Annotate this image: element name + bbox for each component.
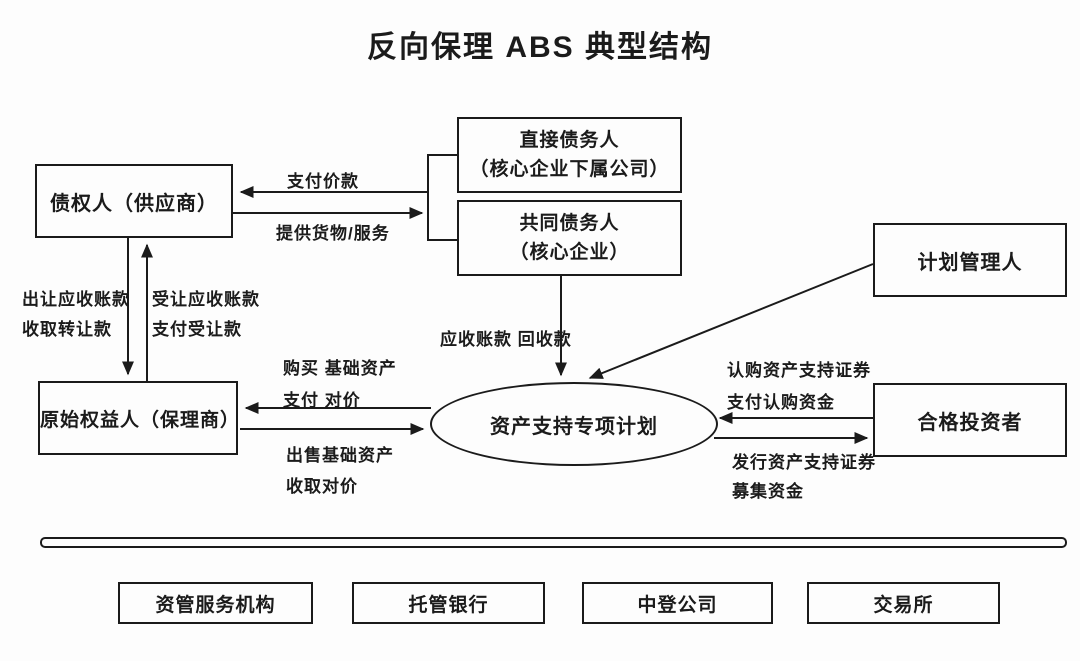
edge-label-transfer-receivables-line1: 出让应收账款	[22, 290, 130, 309]
bottom-box-csdc: 中登公司	[582, 582, 773, 624]
arrow-plan-manager	[588, 263, 874, 379]
edge-label-subscribe-line2: 支付认购资金	[727, 393, 835, 412]
node-abs-special-plan: 资产支持专项计划	[430, 382, 718, 466]
bottom-box-exchange: 交易所	[807, 582, 1000, 624]
edge-label-receivables-recovery: 应收账款 回收款	[440, 330, 572, 349]
bottom-box-asset-service: 资管服务机构	[118, 582, 313, 624]
node-abs-special-plan-label: 资产支持专项计划	[490, 415, 658, 438]
bottom-box-custodian-bank: 托管银行	[352, 582, 545, 624]
edge-label-issue-line1: 发行资产支持证券	[732, 453, 876, 472]
separator-bar	[40, 537, 1067, 548]
node-originator-label: 原始权益人（保理商）	[40, 409, 241, 431]
edge-label-sell-assets-line1: 出售基础资产	[286, 446, 394, 465]
node-qualified-investor: 合格投资者	[873, 383, 1067, 457]
edge-label-transfer-receivables-line2: 收取转让款	[22, 320, 112, 339]
edge-label-provide-goods: 提供货物/服务	[276, 224, 390, 243]
node-originator-factor: 原始权益人（保理商）	[38, 381, 241, 455]
edge-label-accept-receivables-line2: 支付受让款	[152, 320, 242, 339]
node-direct-debtor: 直接债务人 （核心企业下属公司）	[457, 117, 682, 193]
node-plan-manager-label: 计划管理人	[917, 251, 1023, 274]
node-joint-debtor: 共同债务人 （核心企业）	[457, 200, 682, 276]
node-creditor-supplier: 债权人（供应商）	[35, 164, 233, 238]
edge-label-buy-assets-line2: 支付 对价	[283, 391, 361, 410]
diagram-title: 反向保理 ABS 典型结构	[366, 31, 713, 64]
edge-label-subscribe-line1: 认购资产支持证券	[727, 361, 871, 380]
node-joint-debtor-line2: （核心企业）	[509, 242, 630, 263]
node-joint-debtor-line1: 共同债务人	[519, 212, 620, 234]
edge-label-buy-assets-line1: 购买 基础资产	[283, 359, 397, 378]
node-plan-manager: 计划管理人	[873, 223, 1067, 297]
edge-label-sell-assets-line2: 收取对价	[286, 477, 358, 496]
edge-label-pay-price: 支付价款	[287, 172, 359, 191]
node-qualified-investor-label: 合格投资者	[917, 411, 1023, 434]
node-creditor-label: 债权人（供应商）	[50, 192, 218, 215]
node-direct-debtor-line2: （核心企业下属公司）	[469, 159, 670, 180]
node-direct-debtor-line1: 直接债务人	[519, 129, 620, 151]
debtor-bracket	[427, 154, 457, 241]
edge-label-accept-receivables-line1: 受让应收账款	[152, 290, 260, 309]
edge-label-issue-line2: 募集资金	[732, 482, 804, 501]
